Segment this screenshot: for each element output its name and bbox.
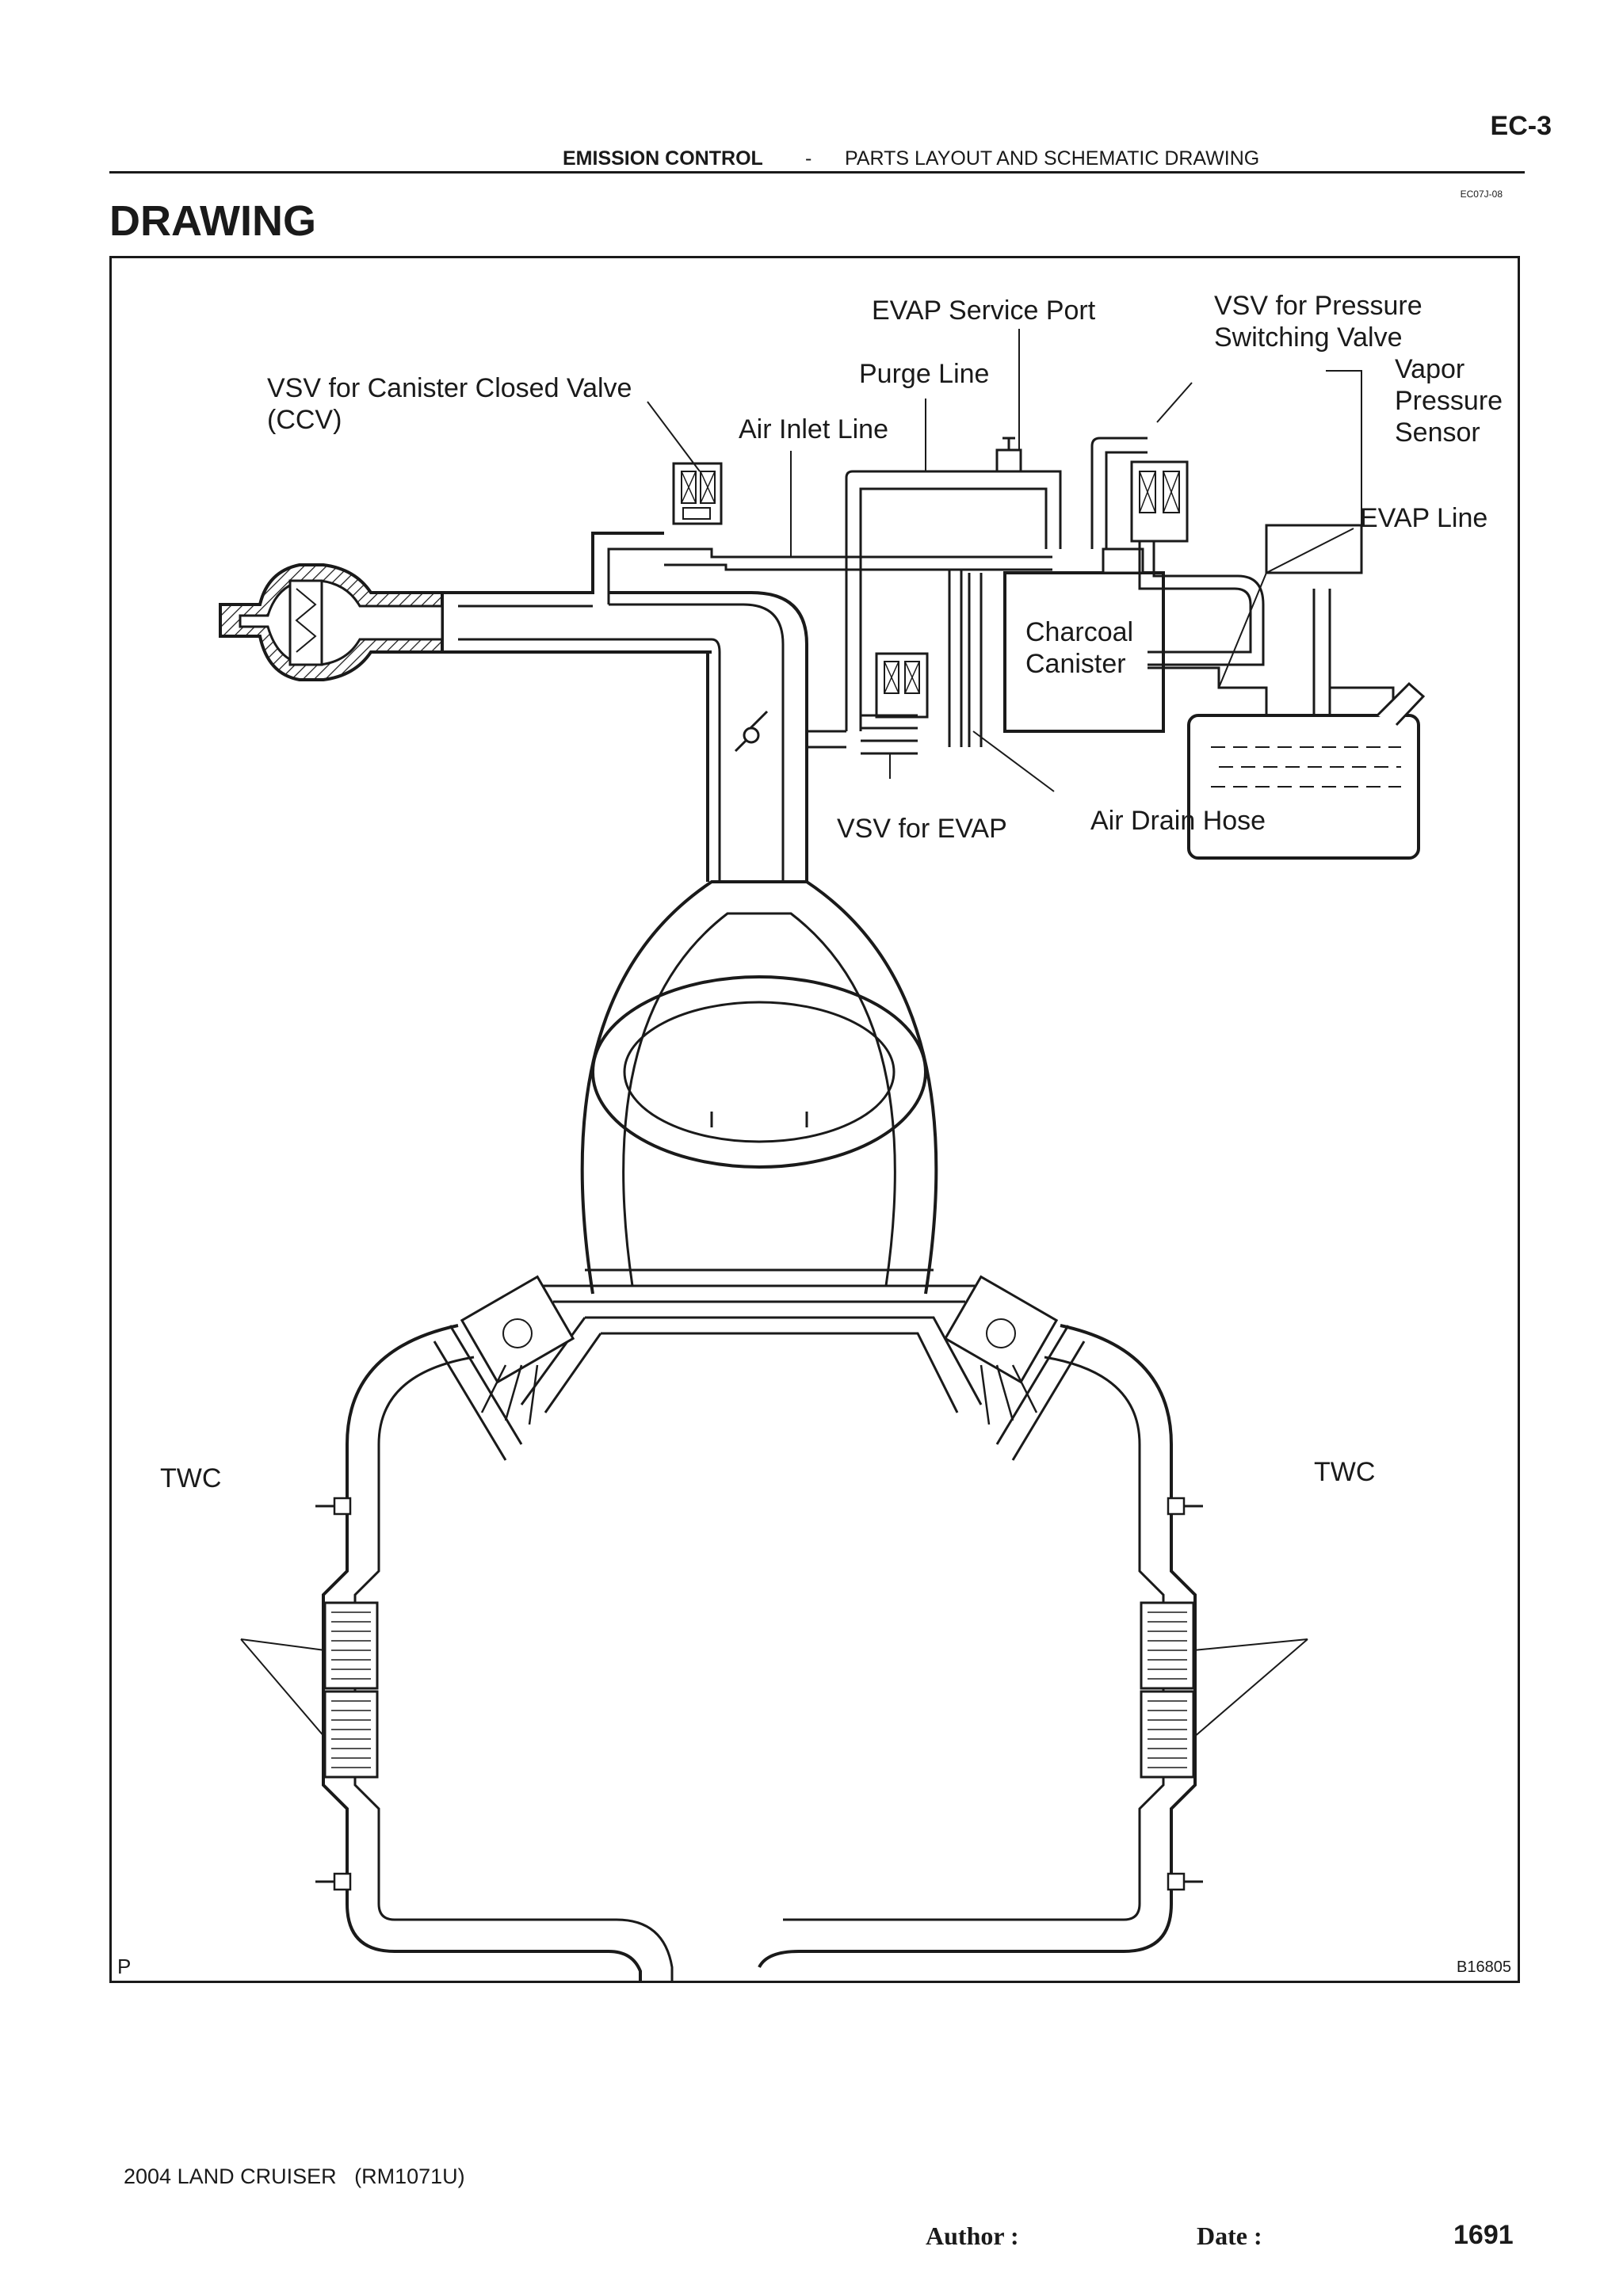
label-vsv-pressure-1: VSV for Pressure [1214, 291, 1423, 321]
label-vapor-1: Vapor [1395, 354, 1465, 384]
vsv-evap [861, 652, 929, 755]
label-charcoal-2: Canister [1025, 649, 1126, 679]
page-title: DRAWING [109, 197, 316, 245]
exhaust-right [758, 1324, 1203, 1969]
header-rule [109, 171, 1525, 174]
charcoal-canister [968, 547, 1165, 747]
header-subtitle: PARTS LAYOUT AND SCHEMATIC DRAWING [845, 147, 1260, 170]
label-evap-line: EVAP Line [1360, 503, 1487, 533]
label-vsv-pressure-2: Switching Valve [1214, 322, 1403, 353]
page-code: EC-3 [1490, 111, 1552, 141]
intake-tube [442, 532, 846, 882]
figure-code: B16805 [1457, 1958, 1511, 1976]
vsv-pressure-switching [1090, 437, 1265, 666]
label-vapor-3: Sensor [1395, 418, 1480, 448]
engine-block [520, 1300, 983, 1413]
header-section: EMISSION CONTROL [563, 147, 763, 170]
right-cylinder [943, 1275, 1086, 1461]
corner-mark: P [117, 1955, 131, 1978]
leader-lines [240, 329, 1362, 1738]
label-vapor-2: Pressure [1395, 386, 1503, 416]
intake-manifold [537, 880, 981, 1295]
reference-code: EC07J-08 [1460, 189, 1503, 200]
label-twc-right: TWC [1314, 1457, 1375, 1487]
vsv-ccv [672, 462, 723, 525]
air-cleaner [219, 563, 444, 681]
footer-model: 2004 LAND CRUISER (RM1071U) [124, 2164, 465, 2188]
footer-date-label: Date : [1197, 2222, 1262, 2250]
header-separator: - [805, 147, 812, 170]
page-number: 1691 [1453, 2220, 1514, 2250]
label-evap-service-port: EVAP Service Port [872, 296, 1096, 326]
label-vsv-ccv-2: (CCV) [267, 405, 342, 435]
label-air-drain-hose: Air Drain Hose [1090, 806, 1266, 836]
label-vsv-evap: VSV for EVAP [837, 814, 1007, 844]
left-cylinder [433, 1275, 575, 1461]
label-vsv-ccv-1: VSV for Canister Closed Valve [267, 373, 632, 403]
emission-schematic: EVAP Service Port VSV for Pressure Switc… [117, 291, 1511, 1983]
label-charcoal-1: Charcoal [1025, 617, 1133, 647]
diagram-frame [109, 256, 1520, 1983]
label-purge-line: Purge Line [859, 359, 989, 389]
label-twc-left: TWC [160, 1463, 221, 1493]
air-inlet-line [664, 547, 1052, 747]
footer-author-label: Author : [926, 2222, 1019, 2250]
label-air-inlet-line: Air Inlet Line [739, 414, 888, 444]
fuel-tank [1148, 589, 1426, 860]
exhaust-left [315, 1324, 617, 1953]
purge-line [845, 437, 1062, 731]
exhaust-tailpipe [608, 1918, 674, 1983]
